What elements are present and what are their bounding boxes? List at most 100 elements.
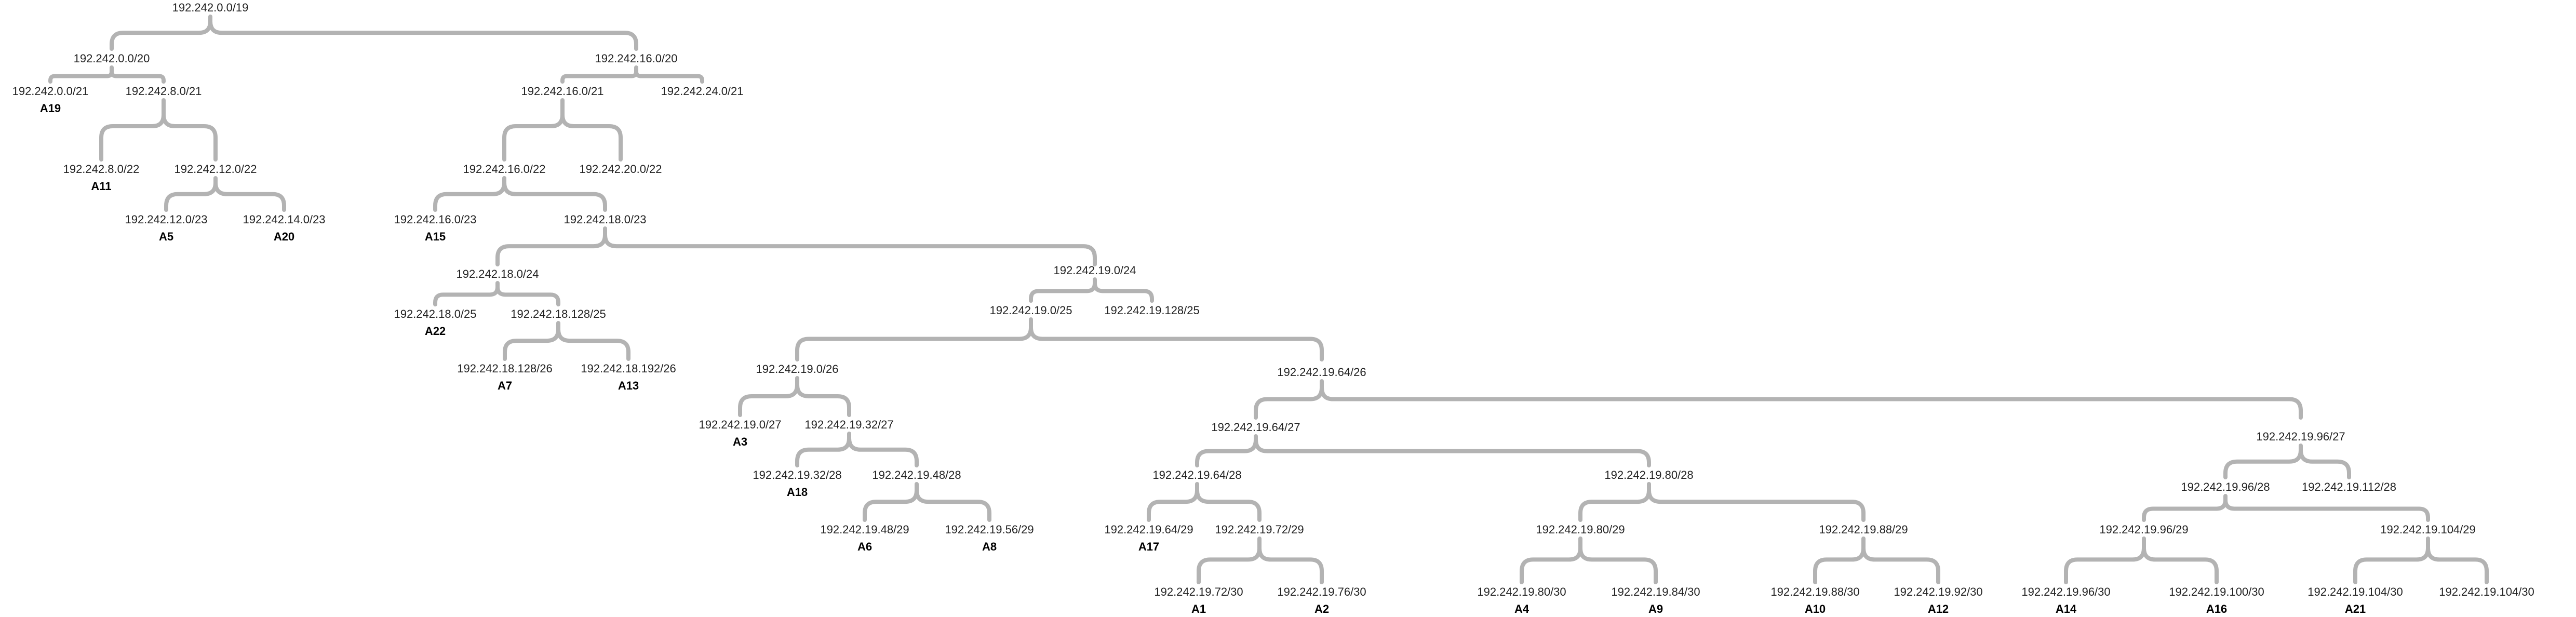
subnet-label: 192.242.19.80/30 [1477, 585, 1566, 598]
brace-connector [2353, 536, 2489, 584]
subnet-label: 192.242.19.88/30 [1770, 585, 1859, 598]
subnet-label: 192.242.19.56/29 [945, 523, 1034, 536]
subnet-label: 192.242.19.64/26 [1277, 366, 1366, 379]
subnet-label: 192.242.19.64/27 [1211, 421, 1300, 434]
brace-connector [110, 15, 638, 51]
brace-connector [738, 376, 851, 417]
subnet-label: 192.242.19.104/29 [2380, 523, 2476, 536]
assignment-label: A7 [498, 379, 512, 392]
subnet-label: 192.242.19.64/28 [1152, 468, 1241, 481]
brace-connector [1147, 482, 1262, 522]
subnet-label: 192.242.8.0/22 [63, 163, 140, 176]
assignment-label: A11 [91, 180, 111, 193]
subnet-label: 192.242.19.96/28 [2181, 480, 2270, 493]
brace-layer [48, 15, 2489, 584]
assignment-label: A16 [2206, 602, 2227, 615]
brace-connector [1195, 434, 1651, 467]
brace-connector [2064, 536, 2219, 584]
assignment-label: A5 [159, 230, 173, 243]
brace-connector [2223, 444, 2351, 479]
subnet-label: 192.242.8.0/21 [126, 85, 202, 98]
assignment-label: A8 [982, 540, 997, 553]
subnet-label: 192.242.19.80/29 [1536, 523, 1625, 536]
brace-connector [48, 65, 166, 84]
subnet-label: 192.242.19.80/28 [1604, 468, 1693, 481]
subnet-label: 192.242.18.0/25 [394, 307, 476, 320]
subnet-label: 192.242.19.72/30 [1154, 585, 1243, 598]
subnet-label: 192.242.0.0/21 [12, 85, 89, 98]
brace-connector [1813, 536, 1940, 584]
brace-connector [164, 176, 286, 212]
assignment-label: A12 [1928, 602, 1949, 615]
brace-connector [795, 432, 919, 467]
subnet-label: 192.242.24.0/21 [661, 85, 743, 98]
assignment-label: A20 [274, 230, 294, 243]
subnet-label: 192.242.19.76/30 [1277, 585, 1366, 598]
brace-connector [1197, 536, 1324, 584]
brace-connector [863, 482, 991, 522]
subnet-label: 192.242.16.0/22 [463, 163, 545, 176]
subnet-label: 192.242.0.0/19 [172, 1, 249, 14]
assignment-label: A1 [1191, 602, 1206, 615]
subnet-label: 192.242.19.64/29 [1104, 523, 1193, 536]
assignment-label: A19 [40, 102, 61, 115]
assignment-label: A22 [425, 325, 446, 338]
brace-connector [1520, 536, 1658, 584]
subnet-label: 192.242.16.0/20 [595, 52, 677, 65]
subnet-label: 192.242.19.48/28 [872, 468, 961, 481]
brace-connector [503, 321, 630, 361]
subnet-label: 192.242.19.0/26 [756, 363, 838, 375]
assignment-label: A4 [1514, 602, 1530, 615]
brace-connector [495, 226, 1097, 266]
subnet-label: 192.242.19.128/25 [1104, 304, 1200, 317]
subnet-label: 192.242.19.96/27 [2256, 430, 2345, 443]
assignment-label: A18 [787, 486, 808, 499]
subnet-label: 192.242.19.96/29 [2099, 523, 2188, 536]
subnet-label: 192.242.19.96/30 [2021, 585, 2110, 598]
brace-connector [1254, 379, 2303, 420]
assignment-label: A21 [2345, 602, 2366, 615]
subnet-label: 192.242.18.0/24 [456, 267, 539, 280]
subnet-label: 192.242.19.100/30 [2169, 585, 2264, 598]
brace-connector [433, 281, 560, 306]
subnet-label: 192.242.18.192/26 [581, 362, 676, 375]
assignment-label: A2 [1314, 602, 1329, 615]
subnet-label: 192.242.16.0/23 [394, 213, 476, 226]
brace-connector [2142, 494, 2430, 522]
brace-connector [795, 317, 1324, 361]
assignment-label: A15 [425, 230, 446, 243]
subnet-label: 192.242.19.92/30 [1894, 585, 1982, 598]
subnet-label: 192.242.19.84/30 [1611, 585, 1700, 598]
subnet-label: 192.242.18.128/25 [511, 307, 606, 320]
subnet-label: 192.242.19.104/30 [2307, 585, 2403, 598]
subnet-label: 192.242.12.0/23 [125, 213, 207, 226]
subnet-label: 192.242.19.72/29 [1215, 523, 1304, 536]
brace-connector [433, 176, 607, 212]
subnet-label: 192.242.14.0/23 [243, 213, 325, 226]
assignment-label: A14 [2056, 602, 2077, 615]
subnet-label: 192.242.19.0/24 [1053, 264, 1136, 277]
subnet-label: 192.242.19.48/29 [820, 523, 909, 536]
subnet-label: 192.242.18.128/26 [457, 362, 553, 375]
brace-connector [99, 98, 218, 162]
subnet-label: 192.242.19.88/29 [1819, 523, 1908, 536]
subnet-label: 192.242.20.0/22 [579, 163, 662, 176]
subnet-label: 192.242.19.0/27 [699, 418, 781, 431]
brace-connector [1029, 277, 1154, 303]
subnet-label: 192.242.19.112/28 [2302, 480, 2396, 493]
brace-connector [1578, 482, 1866, 522]
assignment-label: A10 [1805, 602, 1826, 615]
subnet-label: 192.242.16.0/21 [521, 85, 603, 98]
brace-connector [560, 65, 704, 84]
subnet-label: 192.242.19.32/27 [804, 418, 893, 431]
brace-connector [502, 98, 623, 162]
assignment-label: A9 [1648, 602, 1663, 615]
subnet-label: 192.242.19.0/25 [989, 304, 1072, 317]
subnet-label: 192.242.19.104/30 [2439, 585, 2534, 598]
assignment-label: A13 [618, 379, 639, 392]
subnet-label: 192.242.18.0/23 [564, 213, 646, 226]
assignment-label: A6 [857, 540, 872, 553]
assignment-label: A3 [733, 435, 747, 448]
